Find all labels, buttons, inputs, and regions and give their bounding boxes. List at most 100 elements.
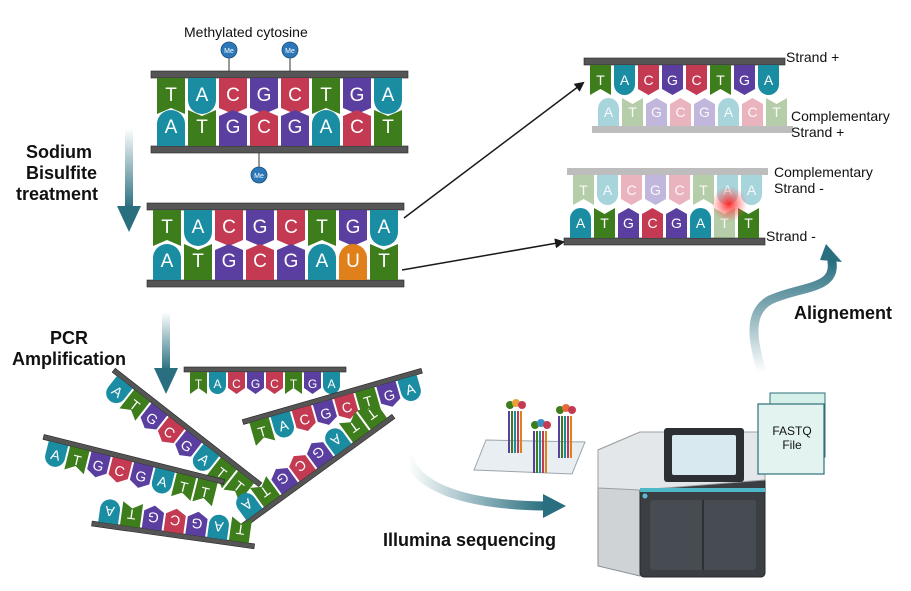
complementary-strand-plus-backbone bbox=[592, 126, 793, 133]
nucleotide-a: A bbox=[270, 411, 294, 438]
svg-text:A: A bbox=[603, 182, 613, 198]
illumina-sequencing-label: Illumina sequencing bbox=[383, 530, 557, 550]
svg-text:C: C bbox=[647, 215, 657, 231]
nucleotide-g: G bbox=[645, 175, 666, 205]
nucleotide-g: G bbox=[141, 505, 165, 531]
svg-text:T: T bbox=[596, 72, 605, 88]
svg-text:C: C bbox=[257, 117, 271, 138]
nucleotide-a: A bbox=[614, 65, 635, 95]
nucleotide-g: G bbox=[175, 430, 203, 457]
svg-text:T: T bbox=[161, 217, 173, 238]
methyl-group-icon: Me bbox=[281, 41, 299, 71]
nucleotide-t: T bbox=[590, 65, 611, 95]
nucleotide-g: G bbox=[376, 380, 401, 407]
pcr-strand-b-backbone bbox=[111, 367, 263, 488]
svg-text:A: A bbox=[747, 182, 757, 198]
comp-minus-line-2: Strand - bbox=[774, 180, 824, 196]
nucleotide-g: G bbox=[306, 442, 334, 469]
pcr-strand-d-backbone bbox=[42, 434, 226, 485]
svg-text:C: C bbox=[340, 398, 354, 416]
svg-text:C: C bbox=[288, 85, 302, 106]
comp-plus-line-1: Complementary bbox=[791, 108, 890, 124]
svg-text:C: C bbox=[691, 72, 701, 88]
nucleotide-t: T bbox=[223, 470, 255, 502]
svg-text:G: G bbox=[346, 217, 361, 238]
nucleotide-a: A bbox=[325, 428, 352, 456]
svg-text:Me: Me bbox=[285, 48, 295, 55]
svg-text:T: T bbox=[290, 377, 298, 391]
strand-minus-backbone bbox=[563, 237, 766, 246]
nucleotide-c: C bbox=[219, 78, 247, 114]
nucleotide-a: A bbox=[690, 208, 711, 238]
svg-text:A: A bbox=[213, 377, 221, 391]
nucleotide-t: T bbox=[171, 472, 197, 501]
nucleotide-t: T bbox=[693, 175, 714, 205]
svg-text:A: A bbox=[212, 518, 224, 535]
nucleotide-c: C bbox=[291, 405, 316, 431]
nucleotide-a: A bbox=[157, 110, 185, 146]
svg-text:G: G bbox=[623, 215, 634, 231]
nucleotide-g: G bbox=[312, 399, 338, 425]
nucleotide-a: A bbox=[397, 374, 421, 402]
flow-arrow-icon bbox=[125, 128, 133, 208]
nucleotide-g: G bbox=[271, 468, 299, 495]
nucleotide-t: T bbox=[338, 411, 370, 443]
nucleotide-t: T bbox=[188, 110, 216, 146]
nucleotide-a: A bbox=[207, 514, 229, 540]
nucleotide-u: U bbox=[339, 244, 367, 280]
svg-text:C: C bbox=[253, 251, 267, 272]
nucleotide-g: G bbox=[129, 462, 154, 488]
nucleotide-a: A bbox=[153, 244, 181, 280]
svg-text:G: G bbox=[226, 117, 241, 138]
svg-text:C: C bbox=[270, 377, 279, 391]
pcr-line-1: PCR bbox=[49, 328, 88, 348]
nucleotide-t: T bbox=[710, 65, 731, 95]
svg-text:T: T bbox=[579, 182, 588, 198]
svg-text:T: T bbox=[382, 117, 394, 138]
svg-text:A: A bbox=[724, 104, 734, 120]
svg-text:G: G bbox=[253, 217, 268, 238]
svg-text:A: A bbox=[382, 85, 395, 106]
nucleotide-t: T bbox=[157, 78, 185, 114]
nucleotide-c: C bbox=[277, 210, 305, 246]
flow-arrow-head bbox=[543, 494, 566, 518]
nucleotide-a: A bbox=[45, 440, 69, 467]
nucleotide-g: G bbox=[343, 78, 371, 114]
svg-text:T: T bbox=[320, 85, 332, 106]
svg-text:C: C bbox=[675, 104, 685, 120]
nucleotide-g: G bbox=[246, 210, 274, 246]
svg-text:G: G bbox=[222, 251, 237, 272]
flow-cell-icon bbox=[473, 399, 586, 475]
svg-text:G: G bbox=[667, 72, 678, 88]
flow-arrow-head bbox=[117, 206, 141, 232]
nucleotide-a: A bbox=[570, 208, 591, 238]
flow-arrow-head bbox=[820, 244, 842, 262]
nucleotide-c: C bbox=[333, 393, 359, 419]
nucleotide-a: A bbox=[151, 467, 175, 494]
svg-text:A: A bbox=[161, 251, 174, 272]
nucleotide-t: T bbox=[308, 210, 336, 246]
svg-text:C: C bbox=[350, 117, 364, 138]
nucleotide-g: G bbox=[185, 511, 208, 537]
nucleotide-g: G bbox=[215, 244, 243, 280]
svg-text:A: A bbox=[764, 72, 774, 88]
nucleotide-t: T bbox=[312, 78, 340, 114]
nucleotide-g: G bbox=[250, 78, 278, 114]
nucleotide-t: T bbox=[192, 478, 218, 507]
svg-text:G: G bbox=[251, 377, 260, 391]
nucleotide-g: G bbox=[140, 403, 168, 430]
original-top-strand-backbone bbox=[150, 70, 409, 79]
pcr-amplification-label: PCR Amplification bbox=[8, 328, 130, 370]
alignment-label: Alignement bbox=[794, 303, 893, 323]
fastq-line-2: File bbox=[782, 438, 802, 452]
nucleotide-c: C bbox=[266, 372, 283, 394]
nucleotide-c: C bbox=[281, 78, 309, 114]
